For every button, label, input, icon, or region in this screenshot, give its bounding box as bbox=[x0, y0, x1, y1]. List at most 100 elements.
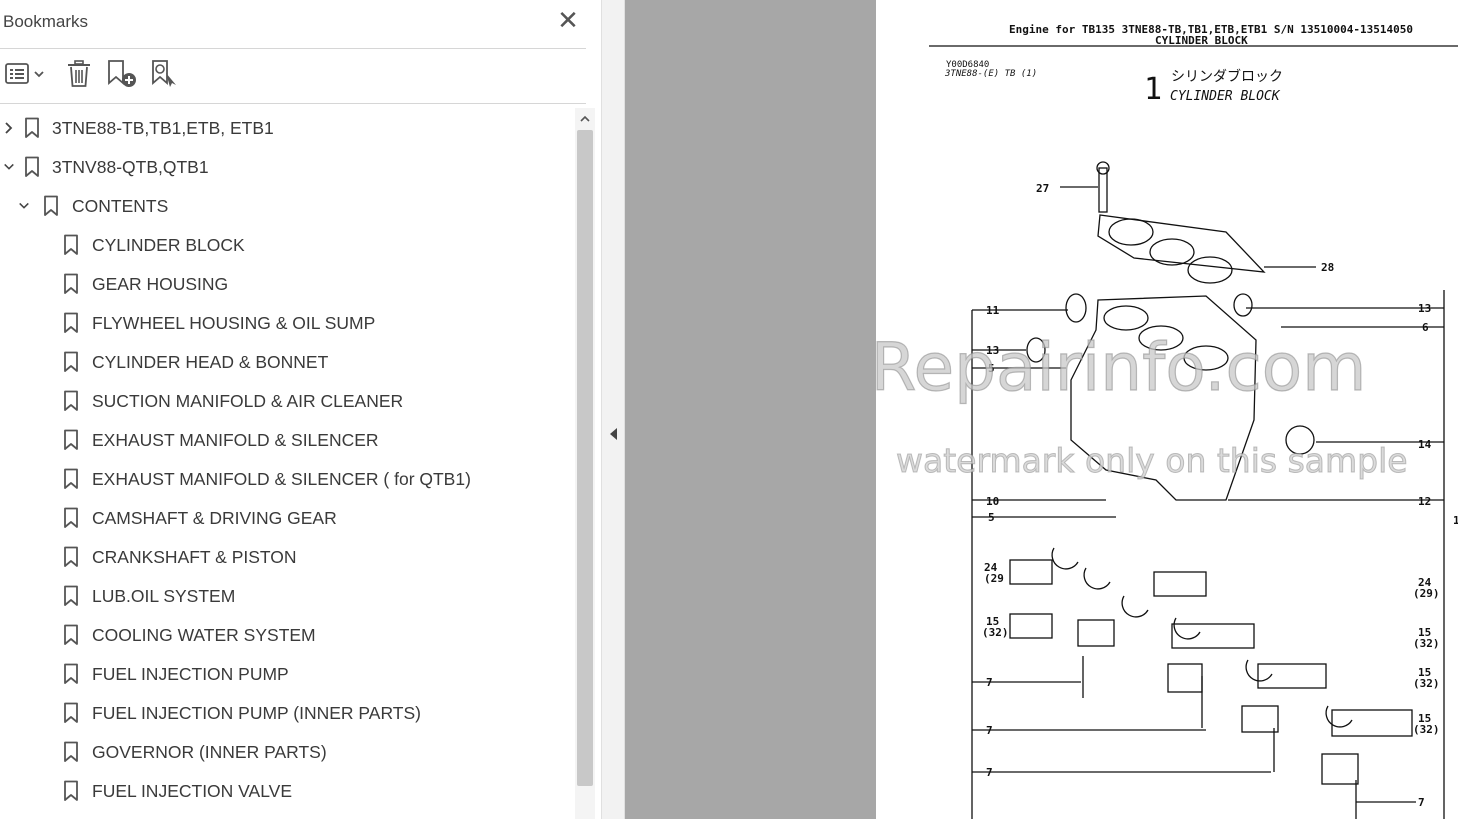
bookmark-label: GEAR HOUSING bbox=[92, 274, 229, 294]
section-title: CYLINDER BLOCK bbox=[1155, 34, 1248, 47]
callout-number: 14 bbox=[1418, 438, 1432, 451]
bookmark-item[interactable]: CRANKSHAFT & PISTON bbox=[0, 538, 575, 577]
options-menu-button[interactable] bbox=[4, 59, 46, 89]
scrollbar-thumb[interactable] bbox=[577, 130, 593, 786]
bookmark-icon bbox=[63, 351, 79, 373]
bookmark-icon bbox=[43, 195, 59, 217]
bookmarks-panel: Bookmarks ✕ bbox=[0, 0, 601, 819]
pdf-page[interactable]: Engine for TB135 3TNE88-TB,TB1,ETB,ETB1 … bbox=[876, 0, 1458, 819]
callout-number: 12 bbox=[1418, 495, 1431, 508]
callout-number: 10 bbox=[986, 495, 999, 508]
bookmark-add-icon bbox=[108, 60, 136, 87]
callout-number: 6 bbox=[1422, 321, 1429, 334]
bookmark-icon bbox=[63, 273, 79, 295]
bookmark-label: FUEL INJECTION PUMP bbox=[92, 664, 289, 684]
figure-model: 3TNE88-(E) TB (1) bbox=[944, 69, 1037, 79]
bookmark-item[interactable]: EXHAUST MANIFOLD & SILENCER bbox=[0, 421, 575, 460]
bookmark-label: GOVERNOR (INNER PARTS) bbox=[92, 742, 327, 762]
callout-number: 5 bbox=[988, 511, 995, 524]
delete-bookmark-button[interactable] bbox=[64, 59, 94, 89]
bookmark-label: CONTENTS bbox=[72, 196, 169, 216]
bookmark-icon bbox=[63, 546, 79, 568]
bookmark-icon bbox=[63, 312, 79, 334]
bookmark-icon bbox=[63, 234, 79, 256]
callout-number: 28 bbox=[1321, 261, 1334, 274]
bookmark-item[interactable]: LUB.OIL SYSTEM bbox=[0, 577, 575, 616]
bookmark-item[interactable]: EXHAUST MANIFOLD & SILENCER ( for QTB1) bbox=[0, 460, 575, 499]
bookmark-item[interactable]: CYLINDER BLOCK bbox=[0, 226, 575, 265]
bookmark-item[interactable]: FUEL INJECTION PUMP bbox=[0, 655, 575, 694]
callout-number: 27 bbox=[1036, 182, 1049, 195]
vertical-scrollbar[interactable] bbox=[575, 108, 595, 819]
callout-number: (29 bbox=[984, 572, 1004, 585]
bookmark-label: CRANKSHAFT & PISTON bbox=[92, 547, 297, 567]
new-bookmark-button[interactable] bbox=[106, 59, 138, 89]
chevron-down-icon[interactable] bbox=[18, 200, 30, 212]
bookmark-item[interactable]: 3TNV88-QTB,QTB1 bbox=[0, 148, 575, 187]
callout-number: 24 bbox=[984, 561, 998, 574]
callout-number: (32) bbox=[1413, 677, 1440, 690]
figure-code: Y00D6840 bbox=[946, 60, 989, 70]
bookmark-item[interactable]: SUCTION MANIFOLD & AIR CLEANER bbox=[0, 382, 575, 421]
close-icon[interactable]: ✕ bbox=[557, 5, 579, 35]
bookmark-item[interactable]: GEAR HOUSING bbox=[0, 265, 575, 304]
parts-diagram: Engine for TB135 3TNE88-TB,TB1,ETB,ETB1 … bbox=[876, 23, 1458, 819]
bookmark-item[interactable]: CAMSHAFT & DRIVING GEAR bbox=[0, 499, 575, 538]
bookmark-icon bbox=[63, 702, 79, 724]
page-header: Engine for TB135 3TNE88-TB,TB1,ETB,ETB1 … bbox=[1009, 23, 1413, 36]
bookmark-label: CYLINDER HEAD & BONNET bbox=[92, 352, 329, 372]
bookmark-item[interactable]: COOLING WATER SYSTEM bbox=[0, 616, 575, 655]
bookmark-label: FLYWHEEL HOUSING & OIL SUMP bbox=[92, 313, 376, 333]
scroll-up-icon[interactable] bbox=[578, 112, 592, 126]
callout-number: 5 bbox=[988, 362, 995, 375]
bookmark-label: CYLINDER BLOCK bbox=[92, 235, 245, 255]
callout-number: 15 bbox=[1418, 626, 1431, 639]
bookmark-icon bbox=[63, 624, 79, 646]
bookmarks-toolbar bbox=[0, 49, 586, 104]
bookmark-label: FUEL INJECTION VALVE bbox=[92, 781, 292, 801]
bookmark-item[interactable]: 3TNE88-TB,TB1,ETB, ETB1 bbox=[0, 109, 575, 148]
bookmark-item[interactable]: FLYWHEEL HOUSING & OIL SUMP bbox=[0, 304, 575, 343]
figure-number: 1 bbox=[1144, 72, 1162, 107]
bookmark-label: LUB.OIL SYSTEM bbox=[92, 586, 236, 606]
bookmark-label: EXHAUST MANIFOLD & SILENCER bbox=[92, 430, 379, 450]
callout-number: (32) bbox=[1413, 637, 1440, 650]
callout-number: 7 bbox=[986, 766, 993, 779]
bookmark-item[interactable]: CONTENTS bbox=[0, 187, 575, 226]
callout-number: 13 bbox=[986, 344, 999, 357]
callout-number: (32) bbox=[982, 626, 1009, 639]
callout-number: 11 bbox=[986, 304, 1000, 317]
chevron-right-icon[interactable] bbox=[3, 122, 15, 134]
panel-splitter[interactable] bbox=[601, 0, 625, 819]
watermark-sub: watermark only on this sample bbox=[896, 441, 1408, 480]
callout-number: 13 bbox=[1418, 302, 1431, 315]
bookmark-label: EXHAUST MANIFOLD & SILENCER ( for QTB1) bbox=[92, 469, 471, 489]
figure-title-en: CYLINDER BLOCK bbox=[1170, 89, 1281, 104]
callout-number: 7 bbox=[986, 676, 993, 689]
callout-number: 7 bbox=[1418, 796, 1425, 809]
bookmark-label: SUCTION MANIFOLD & AIR CLEANER bbox=[92, 391, 404, 411]
bookmark-icon bbox=[63, 663, 79, 685]
bookmark-item[interactable]: FUEL INJECTION PUMP (INNER PARTS) bbox=[0, 694, 575, 733]
list-options-icon bbox=[5, 63, 44, 84]
watermark-main: eRepairinfo.com bbox=[876, 329, 1366, 406]
panel-title: Bookmarks bbox=[3, 12, 89, 31]
engine-drawing bbox=[971, 161, 1445, 819]
bookmark-item[interactable]: CYLINDER HEAD & BONNET bbox=[0, 343, 575, 382]
callout-number: 7 bbox=[986, 724, 993, 737]
bookmark-icon bbox=[63, 741, 79, 763]
bookmark-icon bbox=[63, 390, 79, 412]
bookmark-item[interactable]: FUEL INJECTION VALVE bbox=[0, 772, 575, 811]
bookmark-icon bbox=[63, 507, 79, 529]
bookmark-search-icon bbox=[152, 60, 176, 87]
collapse-panel-icon[interactable] bbox=[602, 424, 626, 444]
find-current-bookmark-button[interactable] bbox=[150, 59, 182, 89]
bookmark-icon bbox=[24, 156, 40, 178]
bookmark-label: 3TNV88-QTB,QTB1 bbox=[52, 157, 209, 177]
chevron-down-icon[interactable] bbox=[3, 161, 15, 173]
bookmark-icon bbox=[63, 585, 79, 607]
bookmark-item[interactable]: GOVERNOR (INNER PARTS) bbox=[0, 733, 575, 772]
bookmark-icon bbox=[24, 117, 40, 139]
callout-labels: 271113510524(2915(32)777281361412124(29)… bbox=[982, 182, 1458, 809]
